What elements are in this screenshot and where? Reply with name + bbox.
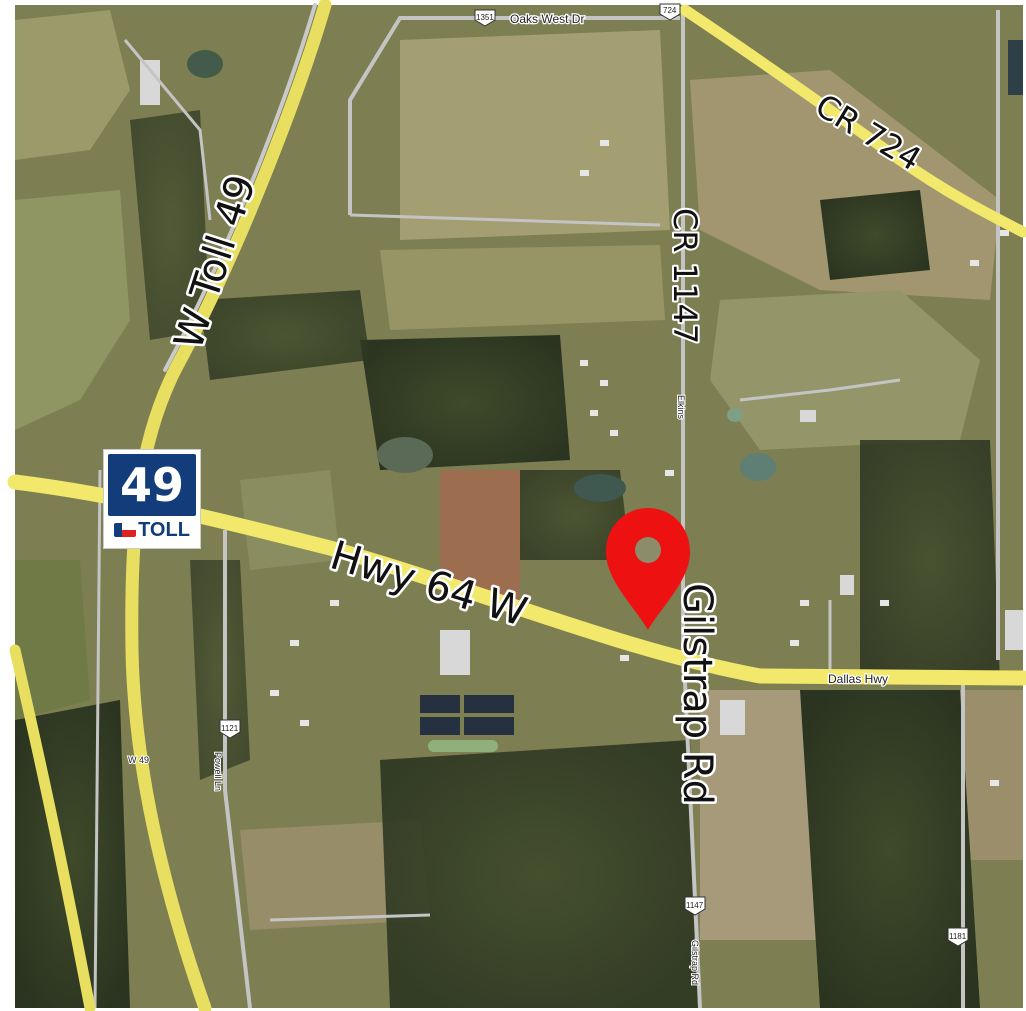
road-powell-ln-line xyxy=(223,530,252,1009)
toll-shield-label: TOLL xyxy=(138,518,190,541)
route-shield-1147: 1147 xyxy=(684,896,706,916)
map-pin-icon[interactable] xyxy=(606,508,690,630)
route-shields: 1351 724 1121 1147 1181 xyxy=(219,3,969,947)
small-buildings xyxy=(270,140,1009,786)
road-toll-49-west xyxy=(9,644,96,1011)
label-dallas-hwy: Dallas Hwy xyxy=(828,672,888,686)
tree-cover xyxy=(15,110,1000,1008)
local-roads xyxy=(93,10,1000,1009)
route-shield-1181: 1181 xyxy=(947,927,969,947)
svg-text:1121: 1121 xyxy=(221,724,239,733)
svg-text:1181: 1181 xyxy=(949,932,967,941)
label-oaks-west-dr: Oaks West Dr xyxy=(510,12,584,26)
toll-shield-number: 49 xyxy=(108,454,196,516)
svg-text:724: 724 xyxy=(663,6,677,15)
solar-panel-array xyxy=(420,695,514,752)
route-shield-1351: 1351 xyxy=(474,9,496,27)
route-shield-1121: 1121 xyxy=(219,719,241,739)
buildings xyxy=(140,60,1023,735)
route-shield-724: 724 xyxy=(659,3,681,21)
svg-text:1351: 1351 xyxy=(476,13,494,22)
label-gilstrap-rd-small: Gilstrap Rd xyxy=(690,940,700,985)
road-oaks-west-dr xyxy=(348,16,680,215)
road-cr-724 xyxy=(679,4,1026,238)
road-gilstrap-rd-line xyxy=(681,10,702,1009)
ponds xyxy=(187,40,1023,502)
label-w-49: W 49 xyxy=(128,755,149,765)
toll-49-shield: 49 TOLL xyxy=(103,449,201,549)
label-cr-1147: CR 1147 xyxy=(666,208,704,344)
label-elkins: Elkins xyxy=(676,395,686,420)
toll-shield-label-row: TOLL xyxy=(108,516,196,544)
label-gilstrap-rd: Gilstrap Rd xyxy=(674,583,720,805)
texas-flag-icon xyxy=(114,523,137,537)
svg-text:1147: 1147 xyxy=(686,901,704,910)
label-powell-ln: Powell Ln xyxy=(213,752,223,791)
